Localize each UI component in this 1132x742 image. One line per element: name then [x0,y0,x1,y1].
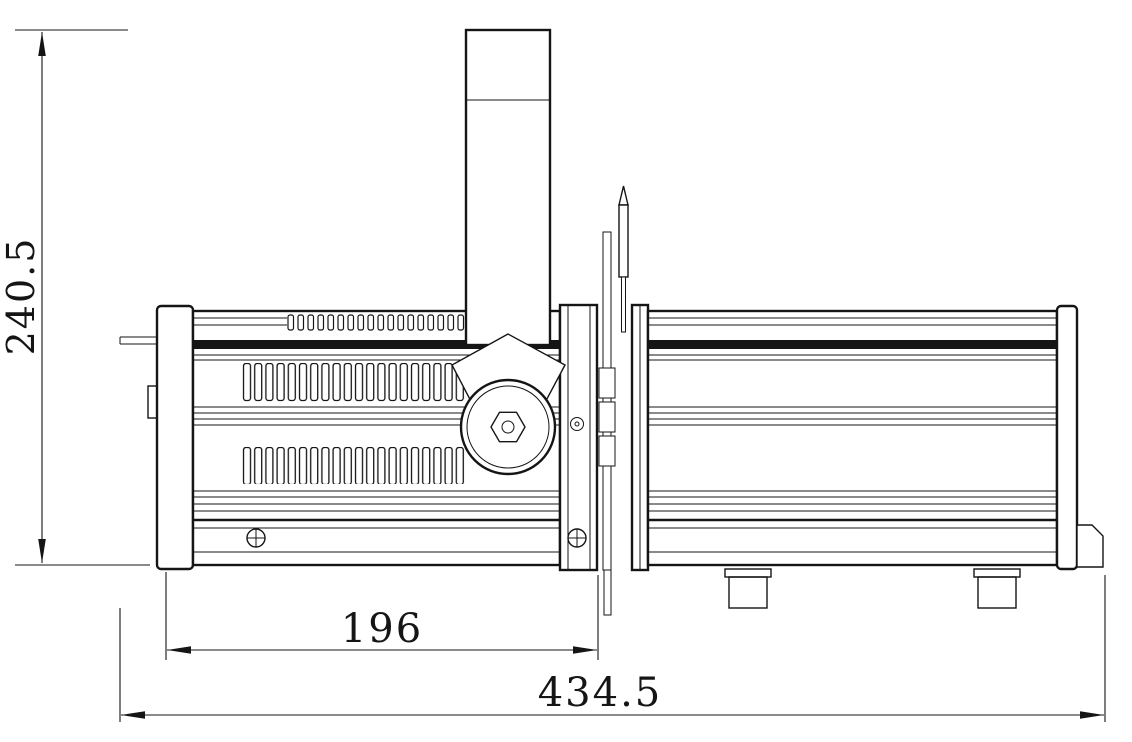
rail-screw-right [567,528,587,548]
accent-band-left [193,340,560,349]
dim-height-label: 240.5 [0,237,43,356]
pivot-knob [459,378,557,476]
right-end-cap [1055,304,1079,571]
vent-slots-rows [242,363,466,484]
hex-bolt [490,411,526,443]
adjustment-foot-left [724,568,772,609]
dimension-height: 240.5 [0,29,150,566]
bracket-plate-left [558,303,599,572]
dimension-partial-width: 196 [165,572,599,660]
housing-right-section [646,309,1059,567]
rail-screw-left [246,528,266,548]
adjustment-foot-right [973,568,1021,609]
housing-left-section [191,309,562,567]
accent-band-right [648,340,1057,349]
fixture-body [119,28,1104,616]
dimension-total-width: 434.5 [119,575,1106,722]
yoke-pivot [451,333,566,476]
extrusion-lines-right [648,317,1057,553]
bolt-center [501,420,515,434]
hinge-block [598,401,616,433]
vent-slots-top-row [287,314,467,331]
dim-total-width-label: 434.5 [538,670,663,716]
yoke-arm [464,28,552,347]
bracket-screw [570,417,584,431]
dim-partial-width-label: 196 [341,606,423,652]
rear-bracket [1076,524,1104,568]
center-bracket [558,303,650,572]
hinge-block [598,435,616,467]
hinge-lower-plate [603,569,612,616]
hinge-strip [598,231,616,616]
left-end-cap [155,304,195,571]
mounting-pin [119,336,159,419]
hinge-block [598,367,616,399]
antenna [618,185,629,333]
